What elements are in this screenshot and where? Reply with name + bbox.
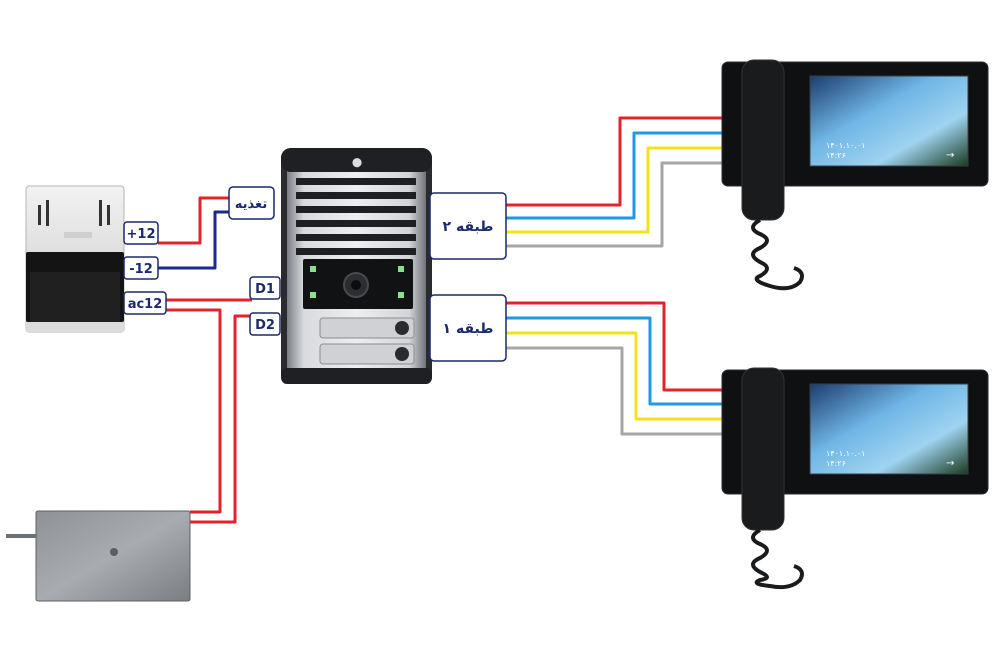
monitor2-time: ۱۴:۲۶ <box>826 151 846 160</box>
floor2-box <box>429 192 507 260</box>
terminal-d1-box <box>249 276 281 300</box>
call-button-2[interactable] <box>319 343 415 365</box>
monitor1-time: ۱۴:۲۶ <box>826 459 846 468</box>
wire-f2-yellow <box>505 146 722 234</box>
wire-minus12 <box>158 210 232 270</box>
terminal-d1-label: D1 <box>255 282 275 297</box>
wire-f2-gray <box>505 161 722 248</box>
wire-ac12-lock <box>165 308 222 514</box>
terminal-plus12-label: +12 <box>127 227 156 242</box>
panel-terminals: تغذیه D1 D2 <box>228 186 281 336</box>
wires <box>158 116 722 524</box>
electric-lock <box>6 510 191 602</box>
handset-cord-floor1 <box>751 528 804 590</box>
terminal-ac12-label: ac12 <box>128 297 163 312</box>
terminal-supply-box <box>228 186 275 220</box>
wire-f1-gray <box>505 346 722 436</box>
handset-cord-floor2 <box>751 218 804 291</box>
wire-plus12 <box>158 196 232 245</box>
monitor-floor2: ۱۴۰۱.۱۰.۰۱ ۱۴:۲۶ → <box>721 59 989 291</box>
floor1-label: طبقه ۱ <box>443 321 494 337</box>
wire-f2-blue <box>505 131 722 220</box>
terminal-minus12-box <box>123 256 159 280</box>
monitor2-date: ۱۴۰۱.۱۰.۰۱ <box>826 141 865 150</box>
terminal-d2-label: D2 <box>255 318 275 333</box>
floor-labels: طبقه ۲ طبقه ۱ <box>429 192 507 362</box>
terminal-ac12-box <box>123 291 167 315</box>
terminal-plus12-box <box>123 221 159 245</box>
power-supply <box>25 185 125 333</box>
power-terminals: +12 -12 ac12 <box>123 221 167 315</box>
monitor2-arrow-icon: → <box>946 150 954 161</box>
call-button-1[interactable] <box>319 317 415 339</box>
floor2-label: طبقه ۲ <box>443 219 494 235</box>
door-panel: ⬤ <box>281 148 432 384</box>
speaker-grille <box>296 178 416 255</box>
terminal-d2-box <box>249 312 281 336</box>
wire-f1-blue <box>505 316 722 406</box>
wire-d2-lock <box>190 314 252 524</box>
panel-logo-mark: ⬤ <box>352 158 362 168</box>
monitor1-date: ۱۴۰۱.۱۰.۰۱ <box>826 449 865 458</box>
terminal-supply-label: تغذیه <box>235 197 268 212</box>
monitor1-arrow-icon: → <box>946 458 954 469</box>
wire-f1-red <box>505 301 722 392</box>
handset-floor2 <box>741 59 785 221</box>
floor1-box <box>429 294 507 362</box>
handset-floor1 <box>741 367 785 531</box>
terminal-minus12-label: -12 <box>129 262 153 277</box>
monitor-floor1: ۱۴۰۱.۱۰.۰۱ ۱۴:۲۶ → <box>721 367 989 590</box>
wire-f2-red <box>505 116 722 207</box>
wire-f1-yellow <box>505 331 722 421</box>
